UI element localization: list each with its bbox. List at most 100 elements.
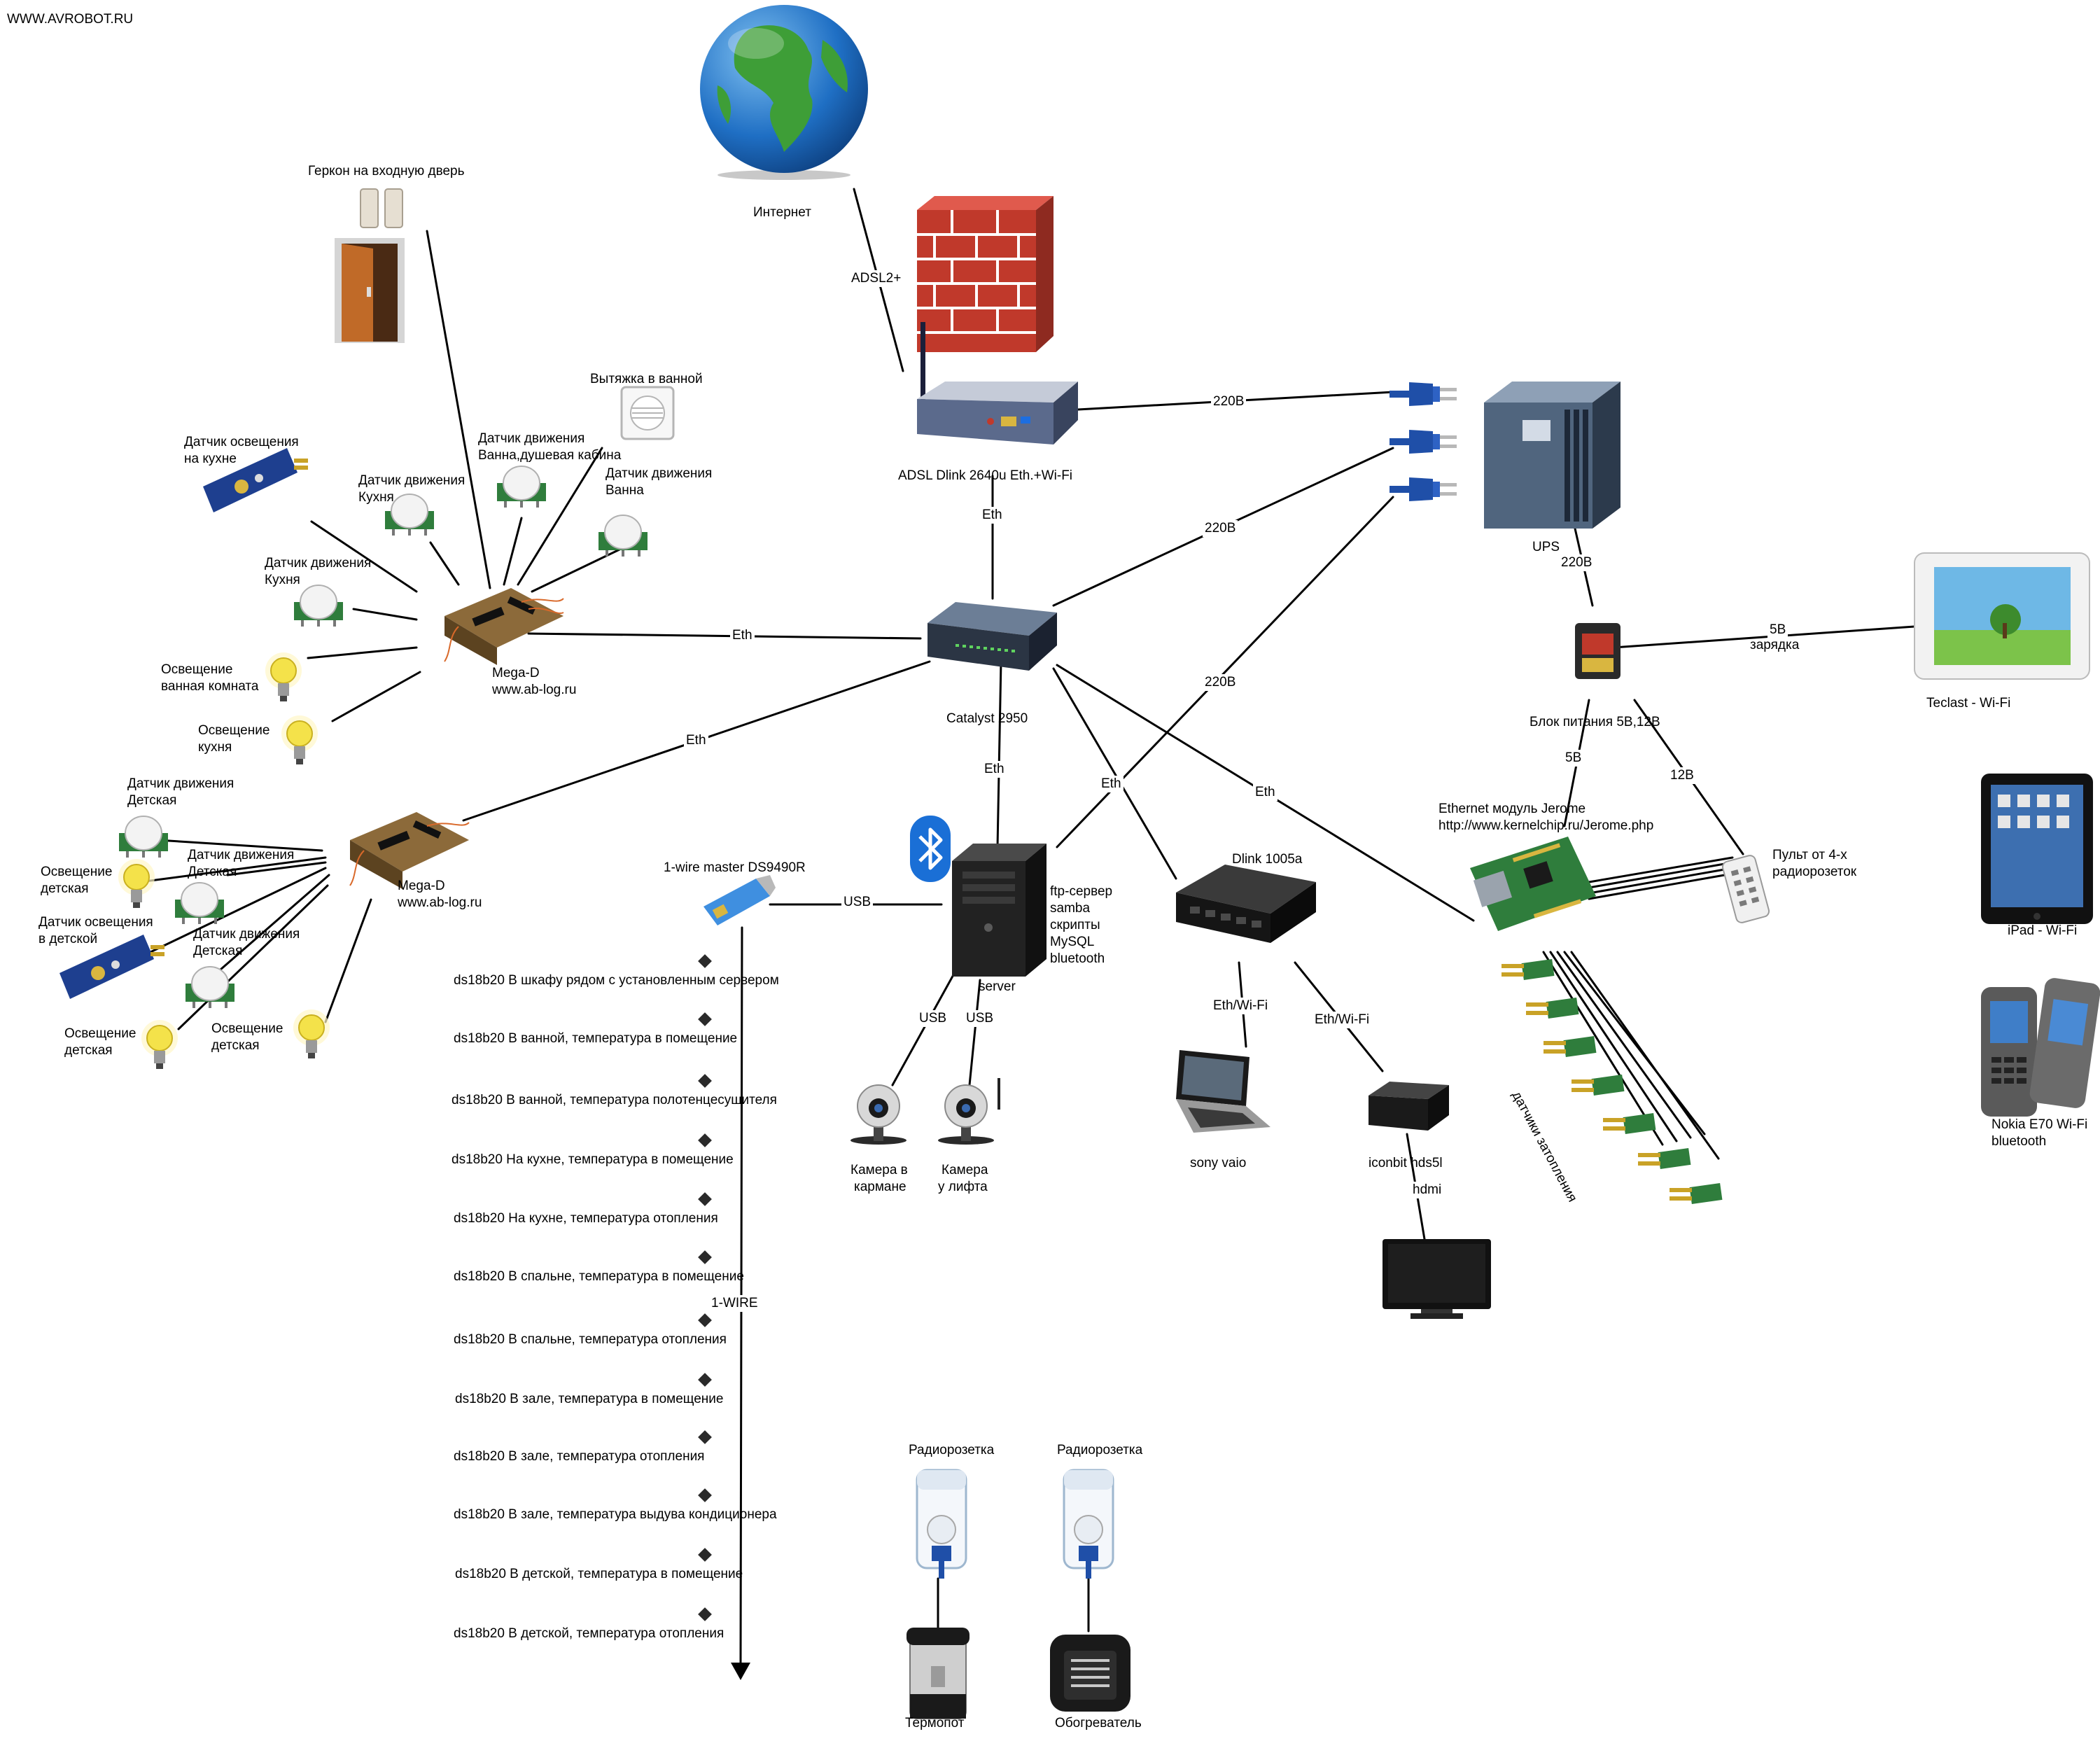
wire-psu-tablet (1612, 625, 1916, 649)
label-lamp: детская (64, 1043, 113, 1058)
controller-board-icon (444, 588, 564, 665)
link-label-220v: 220В (1211, 393, 1247, 410)
label-sensor: Кухня (358, 490, 394, 505)
temp-sensor-icon (698, 1133, 712, 1147)
lamp-icon (265, 652, 302, 701)
temp-sensor-label: ds18b20 На кухне, температура отопления (454, 1211, 718, 1226)
wire-switch-megad1 (527, 632, 922, 640)
label-camera: у лифта (938, 1180, 988, 1194)
site-url: WWW.AVROBOT.RU (7, 12, 134, 27)
label-sensor: Датчик движения (188, 848, 295, 862)
label-ups: UPS (1532, 540, 1560, 554)
label-sensor: Датчик освещения (38, 915, 153, 930)
label-lamp: детская (41, 881, 89, 896)
usb-adapter-icon (704, 875, 776, 925)
motion-sensor-icon (186, 966, 234, 1008)
network-switch-icon (1176, 865, 1316, 943)
motion-sensor-icon (119, 816, 168, 858)
controller-board-icon (349, 812, 470, 889)
temp-sensor-icon (698, 1430, 712, 1444)
temp-sensor-label: ds18b20 В ванной, температура в помещени… (454, 1031, 738, 1046)
laptop-icon (1176, 1050, 1270, 1133)
thermopot-icon (906, 1628, 969, 1719)
firewall-icon (917, 196, 1054, 352)
wire-switch-dlink (1052, 667, 1177, 880)
label-iconbit: iconbit hds5l (1368, 1156, 1443, 1170)
ups-icon (1484, 382, 1620, 529)
label-dlink1005: Dlink 1005a (1232, 852, 1303, 867)
water-sensor-icon (1603, 1113, 1656, 1134)
link-label-5v: 5В (1563, 750, 1584, 767)
ipad-icon (1981, 774, 2093, 924)
temp-sensor-icon (698, 1488, 712, 1502)
label-sensor: Датчик движения (478, 431, 585, 446)
label-lamp: Освещение (64, 1026, 136, 1041)
link-label-eth: Eth (684, 732, 708, 749)
reed-switch-icon (360, 188, 403, 228)
onewire-arrow-icon (731, 1663, 750, 1680)
temp-sensor-icon (698, 1192, 712, 1206)
temp-sensor-icon (698, 1012, 712, 1026)
label-radio-socket: Радиорозетка (909, 1443, 995, 1457)
link-label-hdmi: hdmi (1410, 1182, 1444, 1198)
label-remote: Пульт от 4-х (1772, 848, 1847, 862)
label-jerome: Ethernet модуль Jerome (1438, 802, 1586, 816)
motion-sensor-icon (385, 494, 434, 536)
water-sensor-icon (1502, 959, 1555, 980)
tablet-icon (1914, 552, 2090, 680)
server-icon (952, 844, 1046, 977)
label-lamp: Освещение (211, 1021, 284, 1036)
media-player-icon (1368, 1082, 1449, 1131)
temp-sensor-icon (698, 954, 712, 968)
bluetooth-icon (910, 816, 951, 882)
link-label-12v: 12В (1668, 767, 1696, 784)
label-camera: Камера в (850, 1163, 908, 1177)
label-switch: Catalyst 2950 (946, 711, 1028, 726)
water-sensor-icon (1572, 1075, 1625, 1096)
label-nokia: Nokia E70 Wi-Fi (1991, 1117, 2088, 1132)
label-radio-socket: Радиорозетка (1057, 1443, 1143, 1457)
label-camera: Камера (941, 1163, 988, 1177)
link-label-220v: 220В (1559, 554, 1595, 571)
power-plug-icon (1390, 477, 1457, 501)
motion-sensor-icon (598, 515, 648, 557)
label-camera: кармане (854, 1180, 906, 1194)
wire-switch-server (996, 660, 1002, 848)
temp-sensor-label: ds18b20 В спальне, температура отопления (454, 1332, 727, 1347)
link-label-onewire: 1-WIRE (709, 1295, 760, 1312)
link-label-adsl: ADSL2+ (849, 270, 904, 287)
motion-sensor-icon (294, 585, 343, 627)
link-label-ethwifi: Eth/Wi-Fi (1211, 998, 1270, 1014)
label-server-services: MySQL (1050, 935, 1095, 949)
temp-sensor-icon (698, 1313, 712, 1327)
label-server-services: ftp-сервер (1050, 884, 1113, 899)
label-megad: www.ab-log.ru (492, 683, 577, 697)
temp-sensor-label: ds18b20 В спальне, температура в помещен… (454, 1269, 744, 1284)
label-nokia: bluetooth (1991, 1134, 2047, 1149)
label-jerome-url: http://www.kernelchip.ru/Jerome.php (1438, 818, 1654, 833)
temp-sensor-label: ds18b20 В ванной, температура полотенцес… (451, 1093, 777, 1107)
link-label-usb: USB (917, 1010, 949, 1027)
link-label-eth: Eth (982, 761, 1007, 778)
label-sony: sony vaio (1190, 1156, 1247, 1170)
temp-sensor-label: ds18b20 На кухне, температура в помещени… (451, 1152, 734, 1167)
label-server-services: bluetooth (1050, 951, 1105, 966)
fan-icon (620, 386, 675, 440)
link-label-eth: Eth (730, 627, 755, 644)
label-lamp: детская (211, 1038, 260, 1053)
label-thermopot: Термопот (905, 1716, 965, 1730)
temp-sensor-icon (698, 1548, 712, 1562)
label-megad: www.ab-log.ru (398, 895, 482, 910)
water-sensor-icon (1670, 1183, 1723, 1204)
label-lamp: Освещение (161, 662, 233, 677)
temp-sensor-label: ds18b20 В зале, температура выдува конди… (454, 1507, 777, 1522)
light-sensor-icon (59, 935, 164, 999)
radio-socket-icon (1063, 1469, 1114, 1579)
wire-plug-server (1056, 496, 1394, 848)
door-icon (335, 238, 405, 343)
phone-icon (1981, 978, 2100, 1117)
power-plug-icon (1390, 430, 1457, 454)
label-heater: Обогреватель (1055, 1716, 1142, 1730)
camera-icon (938, 1078, 1000, 1145)
